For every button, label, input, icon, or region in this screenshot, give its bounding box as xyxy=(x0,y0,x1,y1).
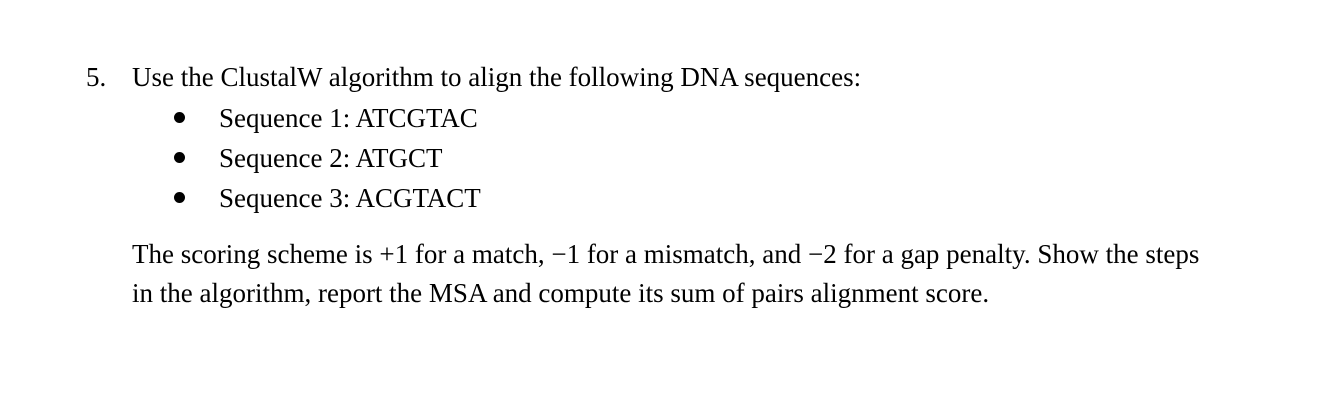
sequence-1-text: Sequence 1: ATCGTAC xyxy=(219,103,478,133)
list-item: Sequence 2: ATGCT xyxy=(0,141,700,181)
list-item: Sequence 1: ATCGTAC xyxy=(0,101,700,141)
question-intro: Use the ClustalW algorithm to align the … xyxy=(132,62,862,92)
bullet-icon xyxy=(174,112,185,123)
question-body: The scoring scheme is +1 for a match, −1… xyxy=(132,239,1200,308)
sequence-2-text: Sequence 2: ATGCT xyxy=(219,143,443,173)
list-item: Sequence 3: ACGTACT xyxy=(0,181,700,221)
bullet-icon xyxy=(174,192,185,203)
question-number: 5. xyxy=(86,62,107,92)
sequence-list: Sequence 1: ATCGTAC Sequence 2: ATGCT Se… xyxy=(0,101,700,221)
bullet-icon xyxy=(174,152,185,163)
sequence-3-text: Sequence 3: ACGTACT xyxy=(219,183,481,213)
